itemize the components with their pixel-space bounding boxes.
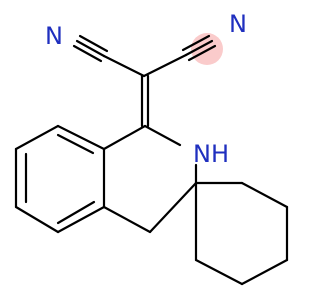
cyclohexane-bond [240,181,289,209]
benzene-bond [56,205,106,234]
ring-bond [102,205,152,234]
atom-label-nitrogen-left: N [45,22,63,50]
benzene-inner-bond [56,133,95,155]
right-nitrile-single-bond [142,53,188,78]
benzene-bond [14,205,60,234]
right-nitrile-bond [181,34,217,62]
benzene-inner-bond [56,200,96,225]
cyclohexane-bond [194,258,244,286]
benzene-bond [14,124,60,151]
atom-label-nitrogen-right: N [229,10,247,38]
left-nitrile-single-bond [102,54,146,78]
left-nitrile-bond [72,34,109,63]
benzene-bond [56,124,106,151]
cyclohexane-bond [240,258,289,286]
exocyclic-double-bond [140,74,150,128]
atom-label-nh: NH [193,140,229,168]
ring-bond [102,124,147,151]
ring-bond [148,181,198,234]
chemical-structure-diagram: N N NH [14,10,289,286]
ring-bond [143,124,182,147]
